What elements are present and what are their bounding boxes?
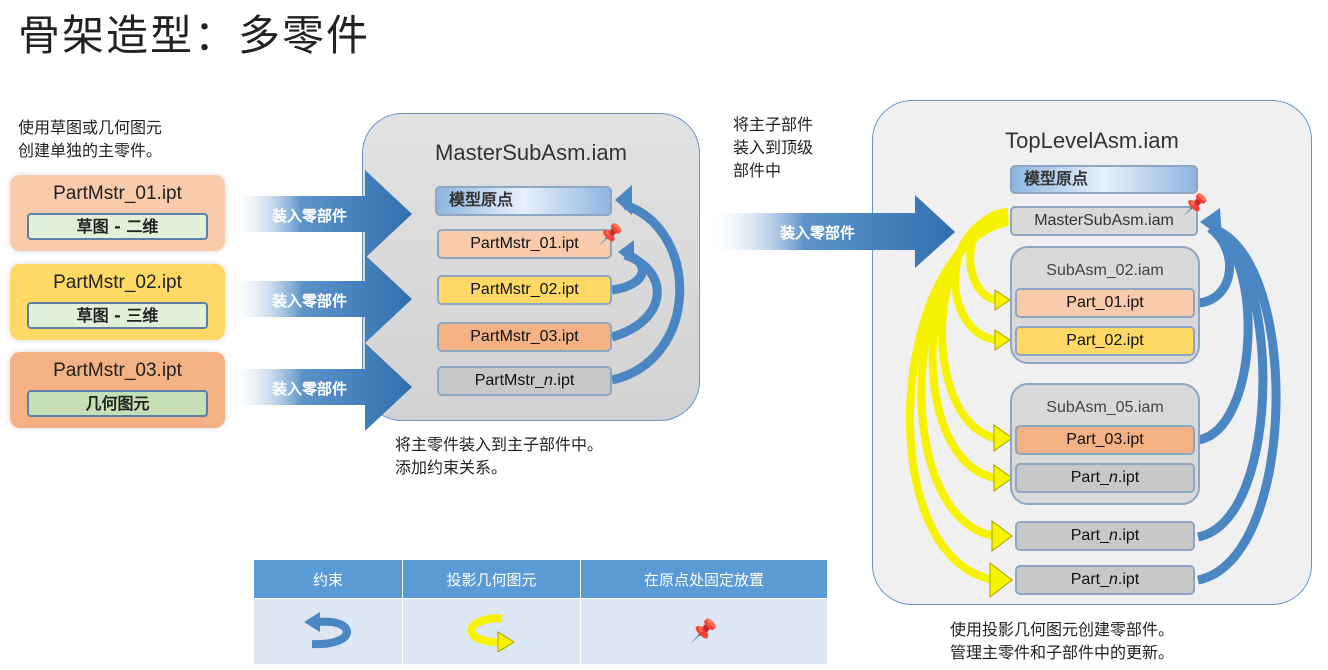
part-n[interactable]: Part_n.ipt (1015, 565, 1195, 595)
text: PartMstr_ (474, 372, 545, 389)
part-name: PartMstr_01.ipt (53, 183, 182, 204)
pushpin-icon: 📌 (580, 598, 828, 665)
subasm-title: SubAsm_02.iam (1046, 262, 1164, 279)
constraint-arrow-icon (253, 598, 403, 665)
text: n (1109, 469, 1118, 486)
master-item-3[interactable]: PartMstr_03.ipt (437, 322, 612, 352)
part-n[interactable]: Part_n.ipt (1015, 463, 1195, 493)
text: Part_ (1070, 571, 1109, 588)
constraint-arrows-top (1196, 223, 1281, 585)
part-type: 几何图元 (27, 390, 208, 417)
top-master-sub-asm[interactable]: MasterSubAsm.iam (1010, 206, 1198, 236)
place-arrow-top (705, 195, 955, 268)
top-model-origin[interactable]: 模型原点 (1010, 165, 1198, 194)
mid-note: 将主子部件 装入到顶级 部件中 (733, 113, 813, 182)
part-02[interactable]: Part_02.ipt (1015, 326, 1195, 356)
note-line: 装入到顶级 (733, 138, 814, 157)
projected-geometry-arrow-icon (402, 598, 581, 665)
text: .ipt (1117, 571, 1140, 588)
part-name: PartMstr_02.ipt (53, 272, 182, 293)
place-arrow-3 (228, 343, 412, 431)
note-line: 创建单独的主零件。 (18, 141, 163, 160)
place-label: 装入零部件 (780, 224, 856, 242)
text: Part_ (1070, 527, 1109, 544)
place-label: 装入零部件 (272, 380, 348, 398)
master-item-n[interactable]: PartMstr_n.ipt (437, 366, 612, 396)
caption-line: 使用投影几何图元创建零部件。 (950, 620, 1175, 639)
text: .ipt (1117, 469, 1140, 486)
legend-header: 约束 (253, 559, 403, 599)
master-asm-title: MasterSubAsm.iam (435, 140, 627, 165)
master-item-2[interactable]: PartMstr_02.ipt (437, 275, 612, 305)
top-caption: 使用投影几何图元创建零部件。 管理主零件和子部件中的更新。 (950, 618, 1174, 664)
caption-line: 添加约束关系。 (395, 458, 508, 477)
place-arrow-1 (228, 170, 412, 258)
text: .ipt (552, 372, 575, 389)
master-part-card-2[interactable]: PartMstr_02.ipt 草图 - 三维 (10, 264, 225, 340)
caption-line: 将主零件装入到主子部件中。 (395, 435, 604, 454)
place-label: 装入零部件 (272, 292, 348, 310)
place-arrow-2 (228, 255, 412, 343)
text: .ipt (1117, 527, 1140, 544)
legend-table: 约束 投影几何图元 在原点处固定放置 📌 (253, 559, 828, 665)
projected-geometry-arrows (905, 208, 1009, 584)
master-caption: 将主零件装入到主子部件中。 添加约束关系。 (395, 433, 603, 479)
text: n (544, 372, 553, 389)
part-type: 草图 - 三维 (27, 302, 208, 329)
part-name: PartMstr_03.ipt (53, 360, 182, 381)
left-note: 使用草图或几何图元 创建单独的主零件。 (18, 116, 162, 162)
part-type: 草图 - 二维 (27, 213, 208, 240)
legend-header: 投影几何图元 (402, 559, 581, 599)
part-n[interactable]: Part_n.ipt (1015, 521, 1195, 551)
text: Part_ (1070, 469, 1109, 486)
note-line: 使用草图或几何图元 (18, 118, 163, 137)
text: n (1109, 571, 1118, 588)
place-label: 装入零部件 (272, 207, 348, 225)
note-line: 部件中 (733, 161, 782, 180)
model-origin[interactable]: 模型原点 (435, 186, 612, 216)
legend-header: 在原点处固定放置 (580, 559, 828, 599)
note-line: 将主子部件 (733, 115, 814, 134)
caption-line: 管理主零件和子部件中的更新。 (950, 643, 1175, 662)
pushpin-icon: 📌 (598, 222, 623, 246)
top-asm-title: TopLevelAsm.iam (1005, 128, 1179, 153)
master-item-1[interactable]: PartMstr_01.ipt (437, 229, 612, 259)
part-03[interactable]: Part_03.ipt (1015, 425, 1195, 455)
text: n (1109, 527, 1118, 544)
page-title: 骨架造型：多零件 (18, 11, 371, 60)
master-part-card-3[interactable]: PartMstr_03.ipt 几何图元 (10, 352, 225, 428)
part-01[interactable]: Part_01.ipt (1015, 288, 1195, 318)
pushpin-icon: 📌 (1183, 192, 1208, 216)
subasm-title: SubAsm_05.iam (1046, 399, 1164, 416)
master-part-card-1[interactable]: PartMstr_01.ipt 草图 - 二维 (10, 175, 225, 251)
